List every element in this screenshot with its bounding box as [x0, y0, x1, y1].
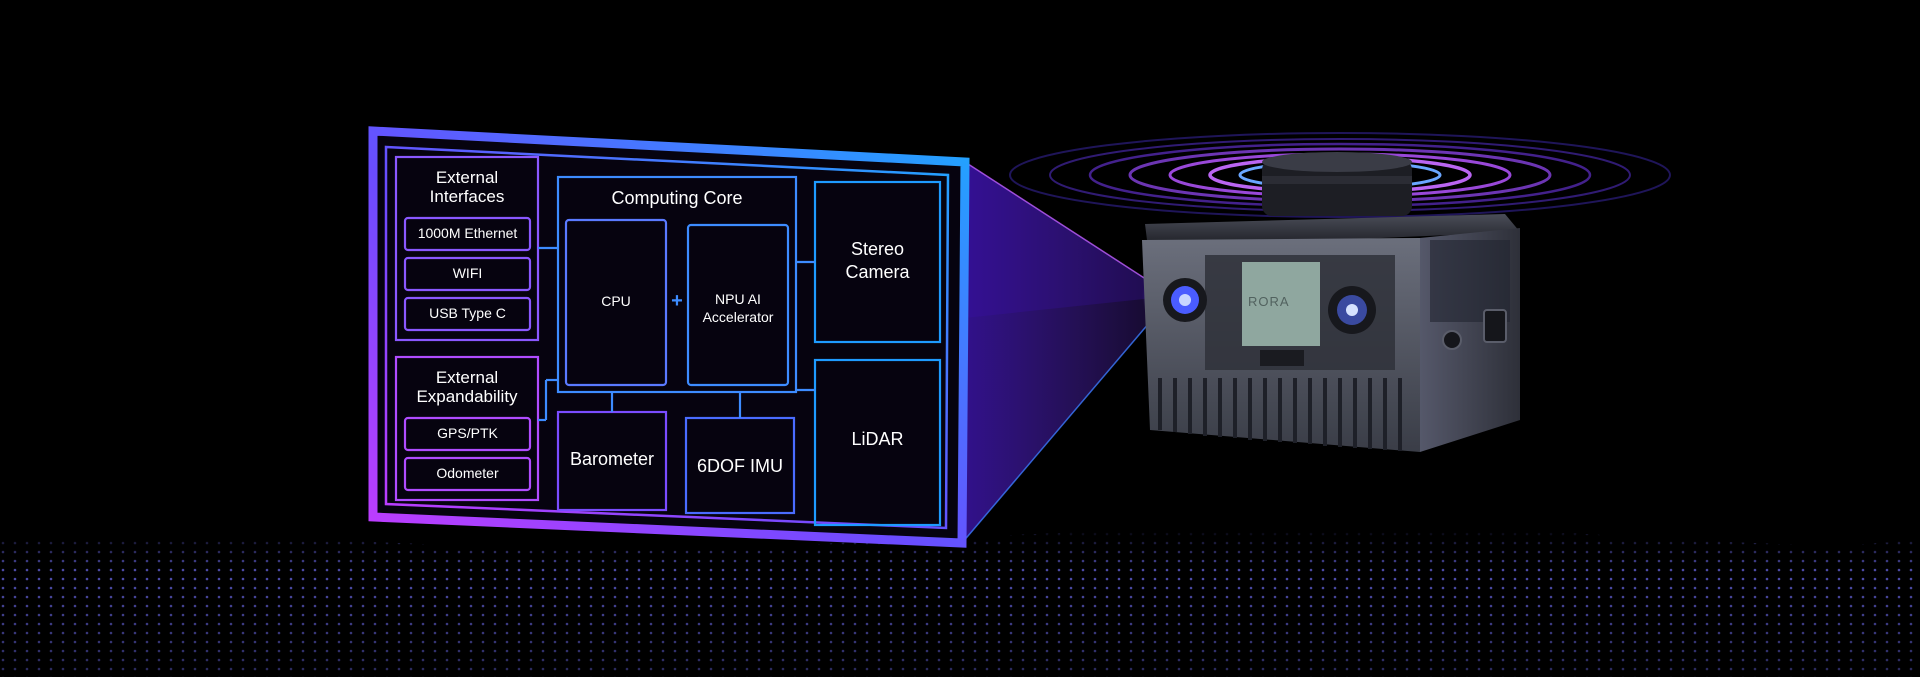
gps-ptk-label: GPS/PTK [437, 425, 498, 441]
wifi-label: WIFI [452, 265, 483, 281]
wifi-box [403, 256, 532, 292]
usb-type-c-box [403, 296, 532, 332]
external-expandability-title: External Expandability [416, 368, 518, 407]
lidar-box [813, 358, 942, 527]
odometer-box [403, 456, 532, 492]
npu-label: NPU AI Accelerator [702, 291, 774, 326]
imu-label: 6DOF IMU [696, 456, 783, 476]
odometer-label: Odometer [436, 465, 499, 481]
external-expandability-box [394, 355, 540, 502]
cpu-label: CPU [601, 293, 631, 309]
cpu-box [564, 218, 668, 387]
dotted-wave-floor [0, 527, 1920, 677]
plus-icon: + [671, 290, 683, 312]
computing-core-title: Computing Core [611, 188, 743, 208]
device-logo: RORA [1248, 294, 1290, 309]
npu-box [686, 223, 790, 387]
lidar-label: LiDAR [851, 429, 904, 449]
architecture-diagram-panel [368, 126, 970, 548]
ethernet-label: 1000M Ethernet [417, 225, 518, 241]
barometer-label: Barometer [569, 449, 655, 469]
device-illustration [1142, 152, 1520, 452]
usb-type-c-label: USB Type C [429, 305, 506, 321]
computing-core-box [556, 175, 798, 394]
gps-ptk-box [403, 416, 532, 452]
connector-lines [538, 246, 815, 422]
ethernet-box [403, 216, 532, 252]
stereo-camera-label: Stereo Camera [845, 239, 910, 283]
external-interfaces-title: External Interfaces [429, 168, 505, 207]
